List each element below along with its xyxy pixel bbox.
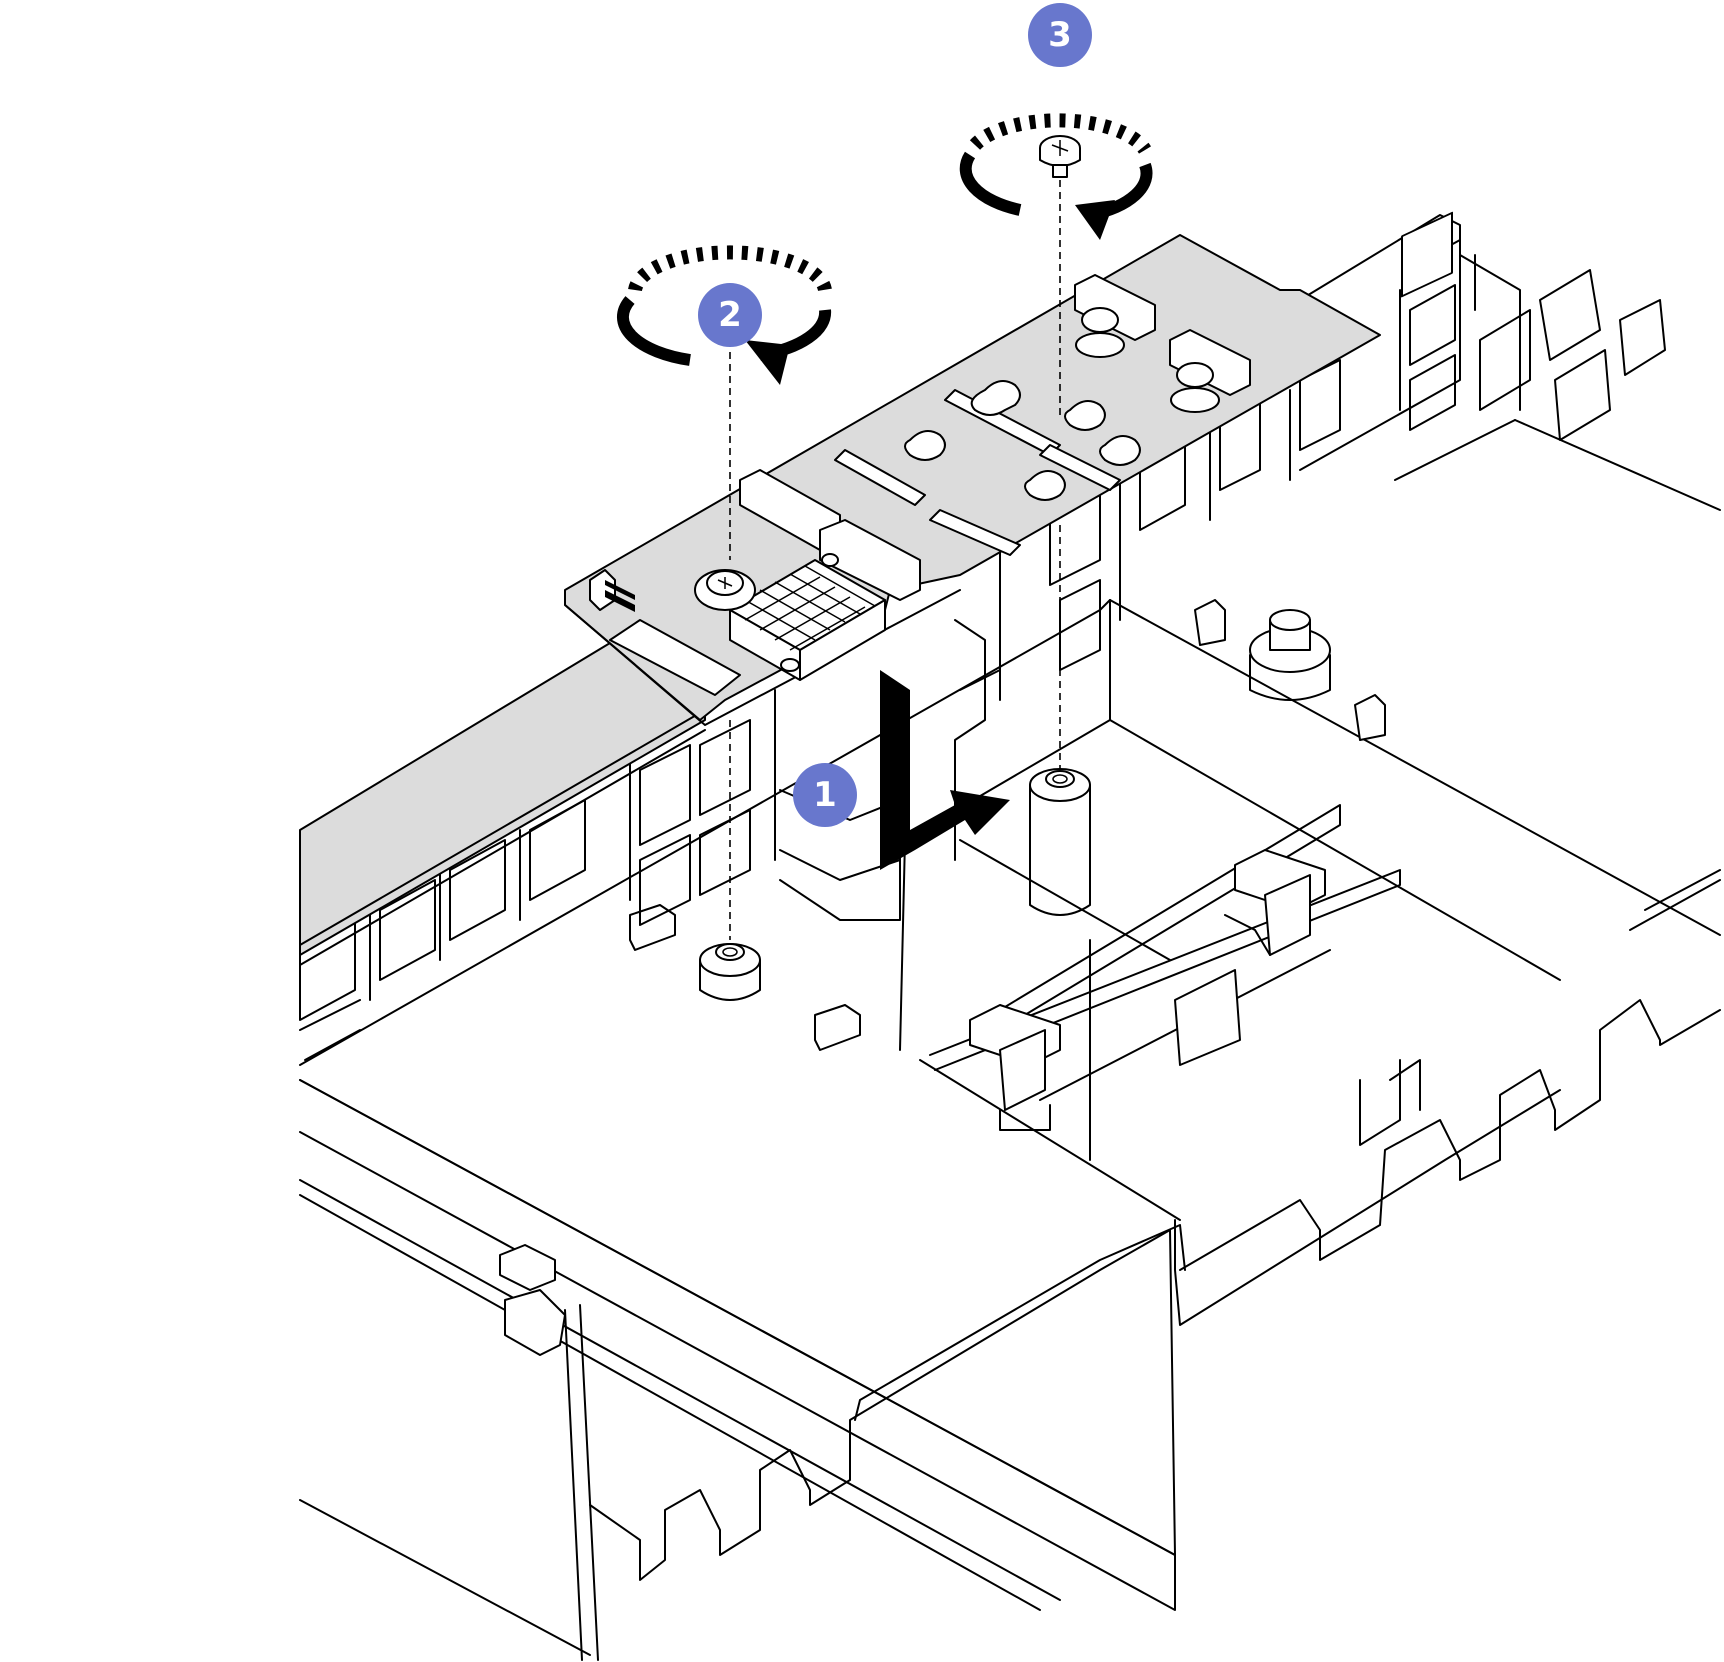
rotate-clockwise-icon [959,113,1153,240]
m2-retainer [1074,274,1156,358]
step-badge-3: 3 [1028,3,1092,67]
board-screw [694,569,756,611]
standoff [1029,768,1091,916]
baffle-clip [1224,849,1326,956]
standoff [699,943,761,1001]
down-then-right-arrow-icon [880,670,1010,870]
step-badge-2-label: 2 [718,295,742,335]
alignment-lines [729,180,1061,940]
vent-grid [1299,211,1666,471]
rotate-clockwise-icon [617,245,833,385]
step-badge-2: 2 [698,283,762,347]
step-badge-3-label: 3 [1048,15,1072,55]
drive-bay [299,639,706,966]
step-badge-1-label: 1 [813,775,837,815]
m2-boot-adapter [564,234,1381,726]
baffle-clip [969,1004,1061,1131]
m2-retainer [1169,329,1251,413]
screw-icon [1039,135,1081,178]
step-badge-1: 1 [793,763,857,827]
standoff [1249,609,1331,701]
air-baffle [299,211,1721,1661]
